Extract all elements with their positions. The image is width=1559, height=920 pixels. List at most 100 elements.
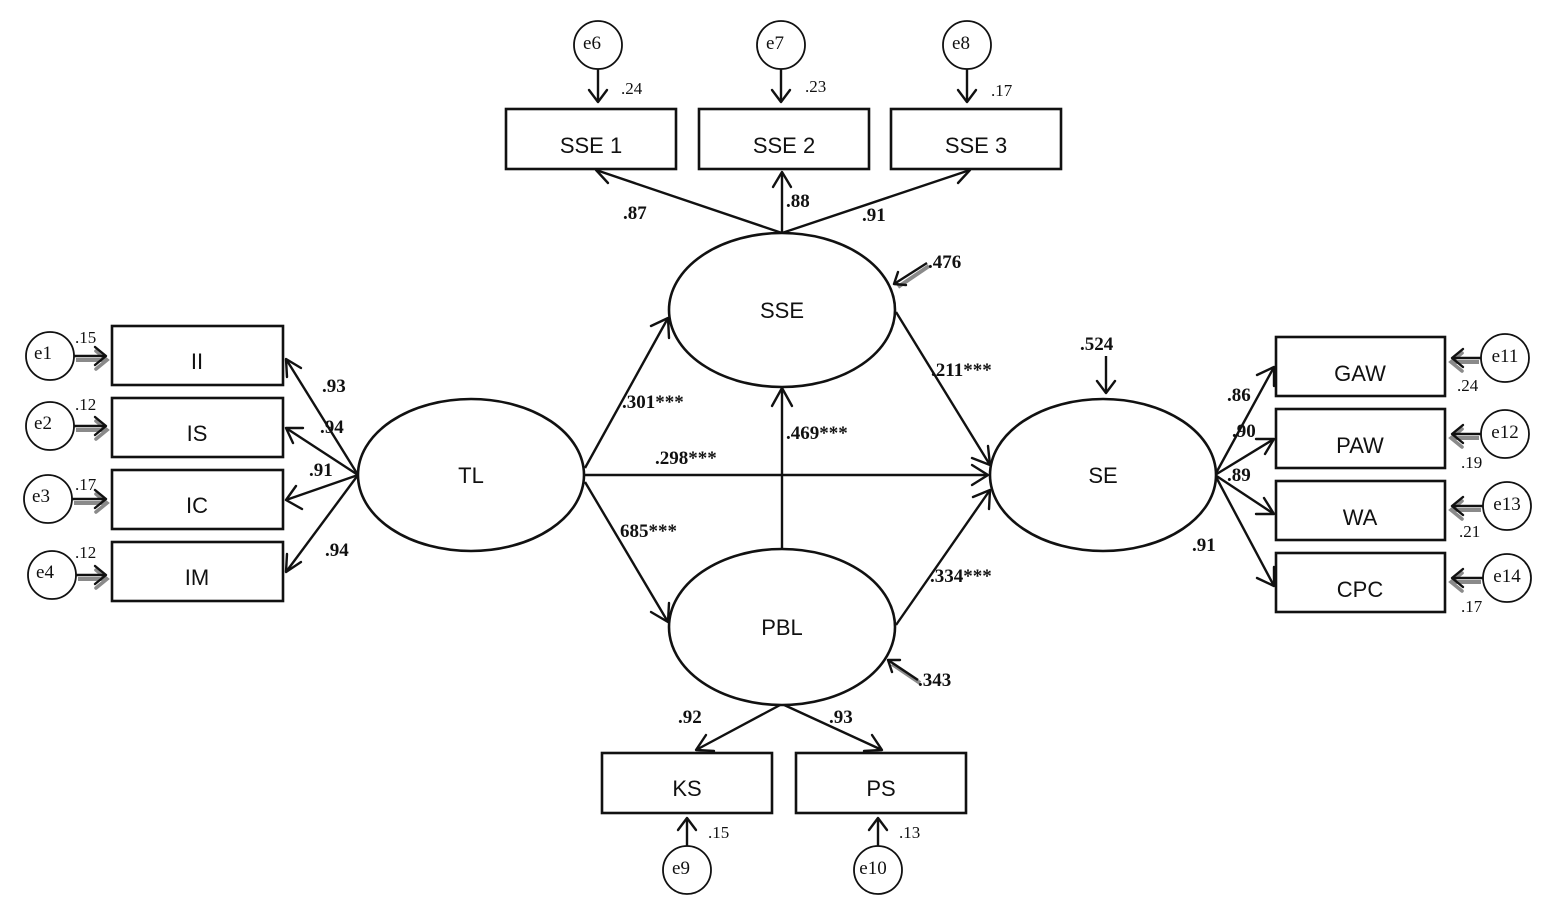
loading-se-paw: .90: [1232, 421, 1256, 442]
error-e13: e13 .21: [1448, 481, 1532, 541]
label-e4: e4: [36, 562, 54, 583]
value-e2: .12: [75, 395, 96, 414]
observed-box-im: IM: [110, 540, 285, 603]
label-e12: e12: [1491, 422, 1518, 443]
residual-se: .524: [1080, 334, 1117, 395]
observed-box-sse3: SSE 3: [889, 107, 1063, 171]
observed-box-ic: IC: [110, 468, 285, 531]
value-e12: .19: [1461, 453, 1482, 472]
loading-sse-sse3: .91: [862, 205, 886, 226]
label-e11: e11: [1492, 346, 1519, 367]
value-e6: .24: [621, 79, 643, 98]
loading-pbl-ks: .92: [678, 707, 702, 728]
value-e1: .15: [75, 328, 96, 347]
coef-sse-se: .211***: [931, 360, 992, 381]
loading-se-wa: .89: [1227, 465, 1251, 486]
path-pbl-se: [895, 489, 991, 626]
error-e9: e9 .15: [662, 816, 729, 895]
error-e10: e10 .13: [853, 816, 920, 895]
observed-box-gaw: GAW: [1274, 335, 1447, 398]
loading-se-gaw: .86: [1227, 385, 1251, 406]
residual-sse-value: .476: [928, 252, 961, 273]
label-im: IM: [185, 565, 209, 590]
observed-box-is: IS: [110, 396, 285, 459]
error-e6: e6 .24: [573, 20, 643, 104]
value-e10: .13: [899, 823, 920, 842]
loading-sse-sse1: .87: [623, 203, 647, 224]
label-tl: TL: [458, 463, 484, 488]
label-e3: e3: [32, 486, 50, 507]
sse-loading-arrows: [594, 164, 972, 235]
loading-labels: .93 .94 .91 .94 .87 .88 .91 .92 .93 .86 …: [309, 191, 1256, 728]
latent-pbl: PBL: [667, 547, 897, 707]
observed-box-sse2: SSE 2: [697, 107, 871, 171]
coef-tl-sse: .301***: [622, 392, 684, 413]
loading-sse-sse2: .88: [786, 191, 810, 212]
error-e14: e14 .17: [1448, 553, 1532, 616]
residual-sse: .476: [892, 252, 961, 289]
label-e9: e9: [672, 858, 690, 879]
path-sse-se: [894, 311, 992, 466]
label-e2: e2: [34, 413, 52, 434]
residual-pbl: .343: [886, 658, 951, 691]
pbl-loading-arrows: [694, 702, 884, 753]
label-gaw: GAW: [1334, 361, 1386, 386]
value-e4: .12: [75, 543, 96, 562]
label-pbl: PBL: [761, 615, 803, 640]
observed-box-wa: WA: [1274, 479, 1447, 542]
label-sse3: SSE 3: [945, 133, 1007, 158]
value-e9: .15: [708, 823, 729, 842]
coef-tl-pbl: 685***: [620, 521, 677, 542]
label-wa: WA: [1343, 505, 1378, 530]
value-e11: .24: [1457, 376, 1479, 395]
observed-box-ks: KS: [600, 751, 774, 815]
observed-box-ps: PS: [794, 751, 968, 815]
error-e4: e4 .12: [27, 543, 110, 600]
label-sse: SSE: [760, 298, 804, 323]
observed-box-paw: PAW: [1274, 407, 1447, 470]
label-se: SE: [1088, 463, 1117, 488]
residual-se-value: .524: [1080, 334, 1114, 355]
error-e11: e11 .24: [1448, 333, 1530, 395]
error-e12: e12 .19: [1448, 409, 1530, 472]
error-e2: e2 .12: [25, 395, 110, 451]
label-e6: e6: [583, 33, 601, 54]
label-paw: PAW: [1336, 433, 1384, 458]
loading-pbl-ps: .93: [829, 707, 853, 728]
label-sse2: SSE 2: [753, 133, 815, 158]
label-e14: e14: [1493, 566, 1521, 587]
loading-tl-ic: .91: [309, 460, 333, 481]
latent-tl: TL: [356, 397, 586, 553]
label-e13: e13: [1493, 494, 1520, 515]
loading-se-cpc: .91: [1192, 535, 1216, 556]
loading-tl-is: .94: [320, 417, 344, 438]
error-e1: e1 .15: [25, 328, 110, 381]
label-e10: e10: [859, 858, 886, 879]
path-tl-pbl: [583, 481, 670, 623]
path-tl-sse: [583, 317, 670, 469]
structural-paths: [583, 311, 992, 626]
label-e8: e8: [952, 33, 970, 54]
value-e7: .23: [805, 77, 826, 96]
observed-box-sse1: SSE 1: [504, 107, 678, 171]
latent-se: SE: [988, 397, 1218, 553]
path-labels: .301*** .298*** 685*** .469*** .211*** .…: [620, 360, 992, 587]
label-ps: PS: [866, 776, 895, 801]
coef-tl-se: .298***: [655, 448, 717, 469]
tl-loading-arrows: [284, 357, 360, 574]
label-ic: IC: [186, 493, 208, 518]
value-e14: .17: [1461, 597, 1483, 616]
label-cpc: CPC: [1337, 577, 1384, 602]
label-e1: e1: [34, 343, 52, 364]
observed-box-cpc: CPC: [1274, 551, 1447, 614]
error-e7: e7 .23: [756, 20, 826, 104]
label-is: IS: [187, 421, 208, 446]
label-sse1: SSE 1: [560, 133, 622, 158]
label-ii: II: [191, 349, 203, 374]
se-loading-arrows: [1213, 365, 1276, 588]
error-e8: e8 .17: [942, 20, 1013, 104]
coef-pbl-se: .334***: [930, 566, 992, 587]
label-ks: KS: [672, 776, 701, 801]
observed-box-ii: II: [110, 324, 285, 387]
